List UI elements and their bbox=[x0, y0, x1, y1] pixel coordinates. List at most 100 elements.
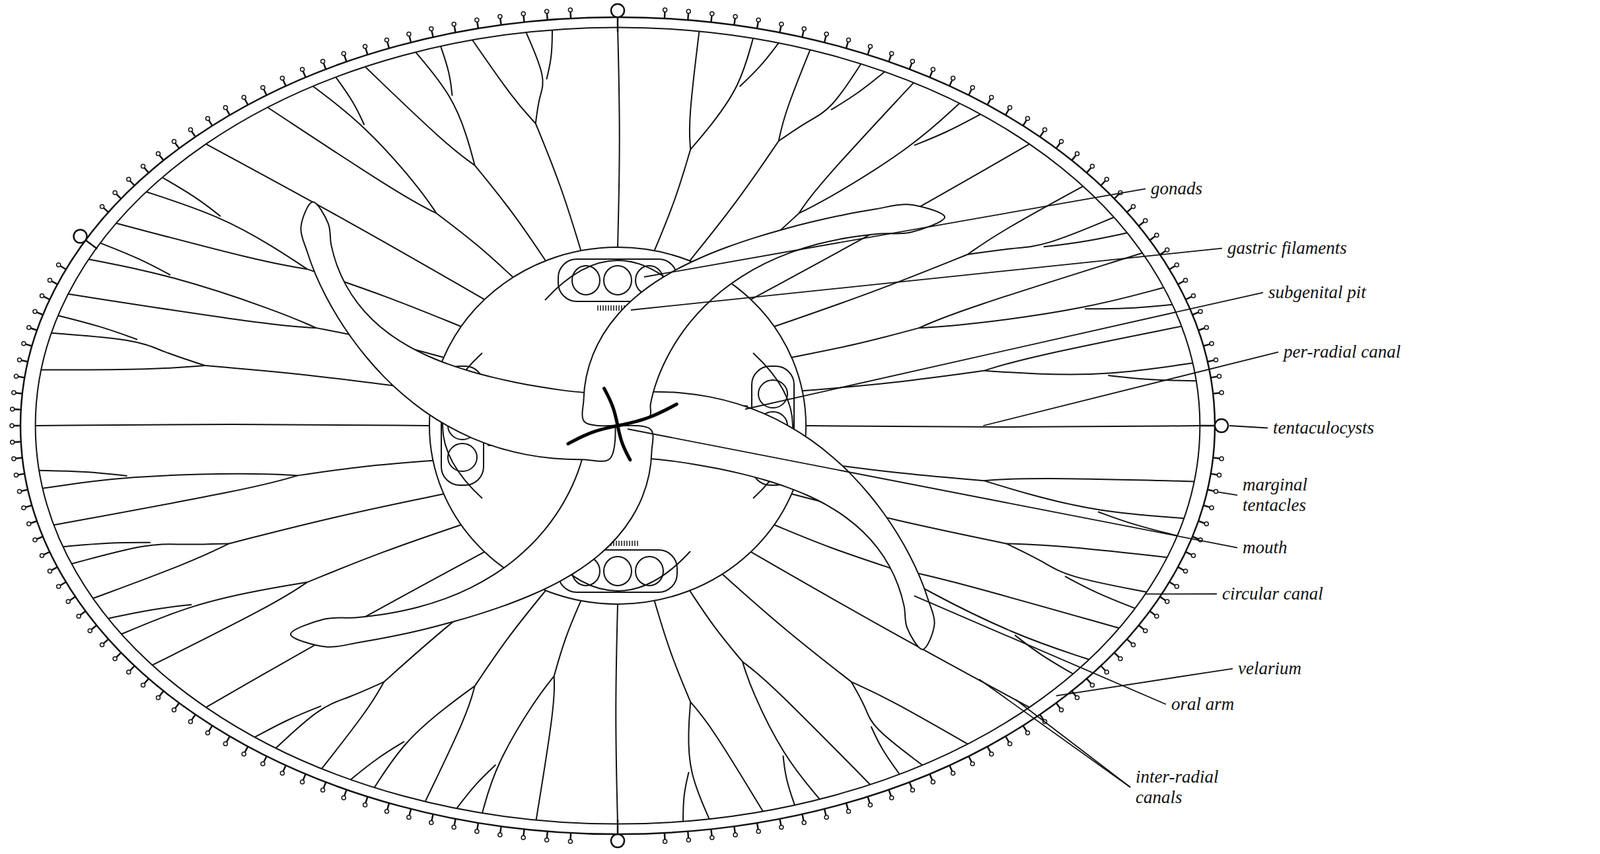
subgenital-pit bbox=[610, 305, 612, 311]
marginal-tentacle bbox=[1075, 695, 1080, 700]
radial-canal bbox=[456, 764, 496, 808]
radial-canal bbox=[751, 551, 1030, 707]
radial-canal bbox=[276, 681, 385, 748]
radial-canal bbox=[145, 191, 307, 269]
marginal-tentacle bbox=[1143, 628, 1148, 633]
marginal-tentacle bbox=[155, 151, 160, 156]
marginal-tentacle bbox=[100, 642, 105, 647]
subgenital-pit bbox=[605, 305, 607, 311]
marginal-tentacle bbox=[47, 568, 52, 573]
radial-canal bbox=[229, 493, 444, 544]
marginal-tentacle bbox=[56, 262, 61, 267]
radial-canal bbox=[474, 165, 546, 261]
part-label: circular canal bbox=[1219, 583, 1326, 604]
tentaculocyst bbox=[611, 3, 625, 32]
marginal-tentacle bbox=[1204, 325, 1209, 329]
radial-canal bbox=[206, 144, 485, 300]
radial-canal bbox=[62, 542, 151, 547]
marginal-tentacle bbox=[385, 38, 390, 43]
radial-canal bbox=[688, 701, 709, 819]
mouth bbox=[617, 425, 631, 460]
marginal-tentacle bbox=[13, 373, 18, 378]
marginal-tentacle bbox=[1183, 278, 1188, 283]
marginal-tentacle bbox=[188, 127, 193, 132]
marginal-tentacle bbox=[1219, 456, 1224, 461]
marginal-tentacle bbox=[521, 11, 526, 16]
radial-canal bbox=[1064, 576, 1135, 608]
marginal-tentacle bbox=[363, 44, 368, 49]
part-label: tentaculocysts bbox=[1270, 417, 1377, 438]
radial-canal bbox=[546, 29, 553, 80]
marginal-tentacle bbox=[241, 95, 246, 100]
marginal-tentacle bbox=[1219, 390, 1224, 395]
marginal-tentacle bbox=[260, 761, 265, 766]
marginal-tentacle bbox=[1209, 505, 1214, 510]
marginal-tentacle bbox=[801, 27, 806, 32]
marginal-tentacle bbox=[663, 838, 668, 843]
mouth bbox=[617, 404, 677, 426]
subgenital-pit bbox=[631, 540, 633, 546]
marginal-tentacle bbox=[205, 116, 210, 121]
radial-canal bbox=[436, 213, 514, 278]
marginal-tentacle bbox=[801, 819, 806, 824]
subgenital-pit bbox=[597, 305, 599, 311]
marginal-tentacle bbox=[1008, 105, 1013, 110]
marginal-tentacle bbox=[1059, 139, 1064, 144]
subgenital-pit bbox=[623, 540, 625, 546]
marginal-tentacle bbox=[260, 85, 265, 90]
marginal-tentacle bbox=[223, 105, 228, 110]
marginal-tentacle bbox=[930, 779, 935, 784]
radial-canal bbox=[472, 40, 536, 124]
marginal-tentacle bbox=[1008, 741, 1013, 746]
marginal-tentacle bbox=[76, 613, 81, 618]
subgenital-pit bbox=[613, 305, 615, 311]
part-label: oral arm bbox=[1168, 693, 1237, 715]
subgenital-pit bbox=[607, 305, 610, 311]
radial-canal bbox=[654, 600, 691, 702]
radial-canal bbox=[798, 103, 960, 214]
radial-canal bbox=[116, 223, 308, 269]
oral-arm bbox=[300, 202, 616, 462]
marginal-tentacle bbox=[1209, 341, 1214, 346]
marginal-tentacle bbox=[1214, 357, 1219, 362]
subgenital-pit bbox=[618, 305, 620, 311]
marginal-tentacle bbox=[824, 814, 829, 819]
marginal-tentacle bbox=[341, 51, 346, 56]
marginal-tentacle bbox=[112, 190, 117, 195]
radial-canal bbox=[100, 243, 171, 275]
part-label: gonads bbox=[1148, 178, 1205, 199]
marginal-tentacle bbox=[321, 59, 326, 64]
marginal-tentacle bbox=[1204, 521, 1209, 526]
radial-canal bbox=[121, 581, 308, 634]
marginal-tentacle bbox=[663, 7, 668, 12]
marginal-tentacle bbox=[1198, 309, 1203, 314]
radial-canal bbox=[722, 573, 851, 682]
marginal-tentacle bbox=[910, 787, 915, 792]
marginal-tentacle bbox=[989, 95, 994, 100]
radial-canal bbox=[983, 478, 1194, 481]
marginal-tentacle bbox=[498, 14, 503, 19]
marginal-tentacle bbox=[733, 832, 738, 837]
marginal-tentacle bbox=[280, 770, 285, 775]
radial-canal bbox=[58, 315, 138, 339]
marginal-tentacle bbox=[970, 761, 975, 766]
radial-canal bbox=[365, 66, 475, 166]
marginal-tentacle bbox=[498, 832, 503, 837]
radial-canal bbox=[967, 217, 1115, 255]
marginal-tentacle bbox=[1090, 164, 1094, 169]
marginal-tentacle bbox=[56, 583, 61, 588]
radial-canal bbox=[739, 42, 779, 87]
radial-canal bbox=[152, 581, 308, 665]
radial-canal bbox=[88, 258, 317, 328]
oral-arm bbox=[619, 389, 935, 649]
marginal-tentacle bbox=[21, 505, 26, 510]
marginal-tentacle bbox=[710, 835, 715, 839]
marginal-tentacle bbox=[568, 7, 573, 12]
part-label: marginal tentacles bbox=[1239, 474, 1351, 516]
radial-canal bbox=[654, 149, 691, 251]
tentaculocyst bbox=[611, 819, 625, 847]
radial-canal bbox=[374, 685, 475, 788]
marginal-tentacle bbox=[11, 456, 16, 461]
marginal-tentacle bbox=[930, 67, 935, 72]
